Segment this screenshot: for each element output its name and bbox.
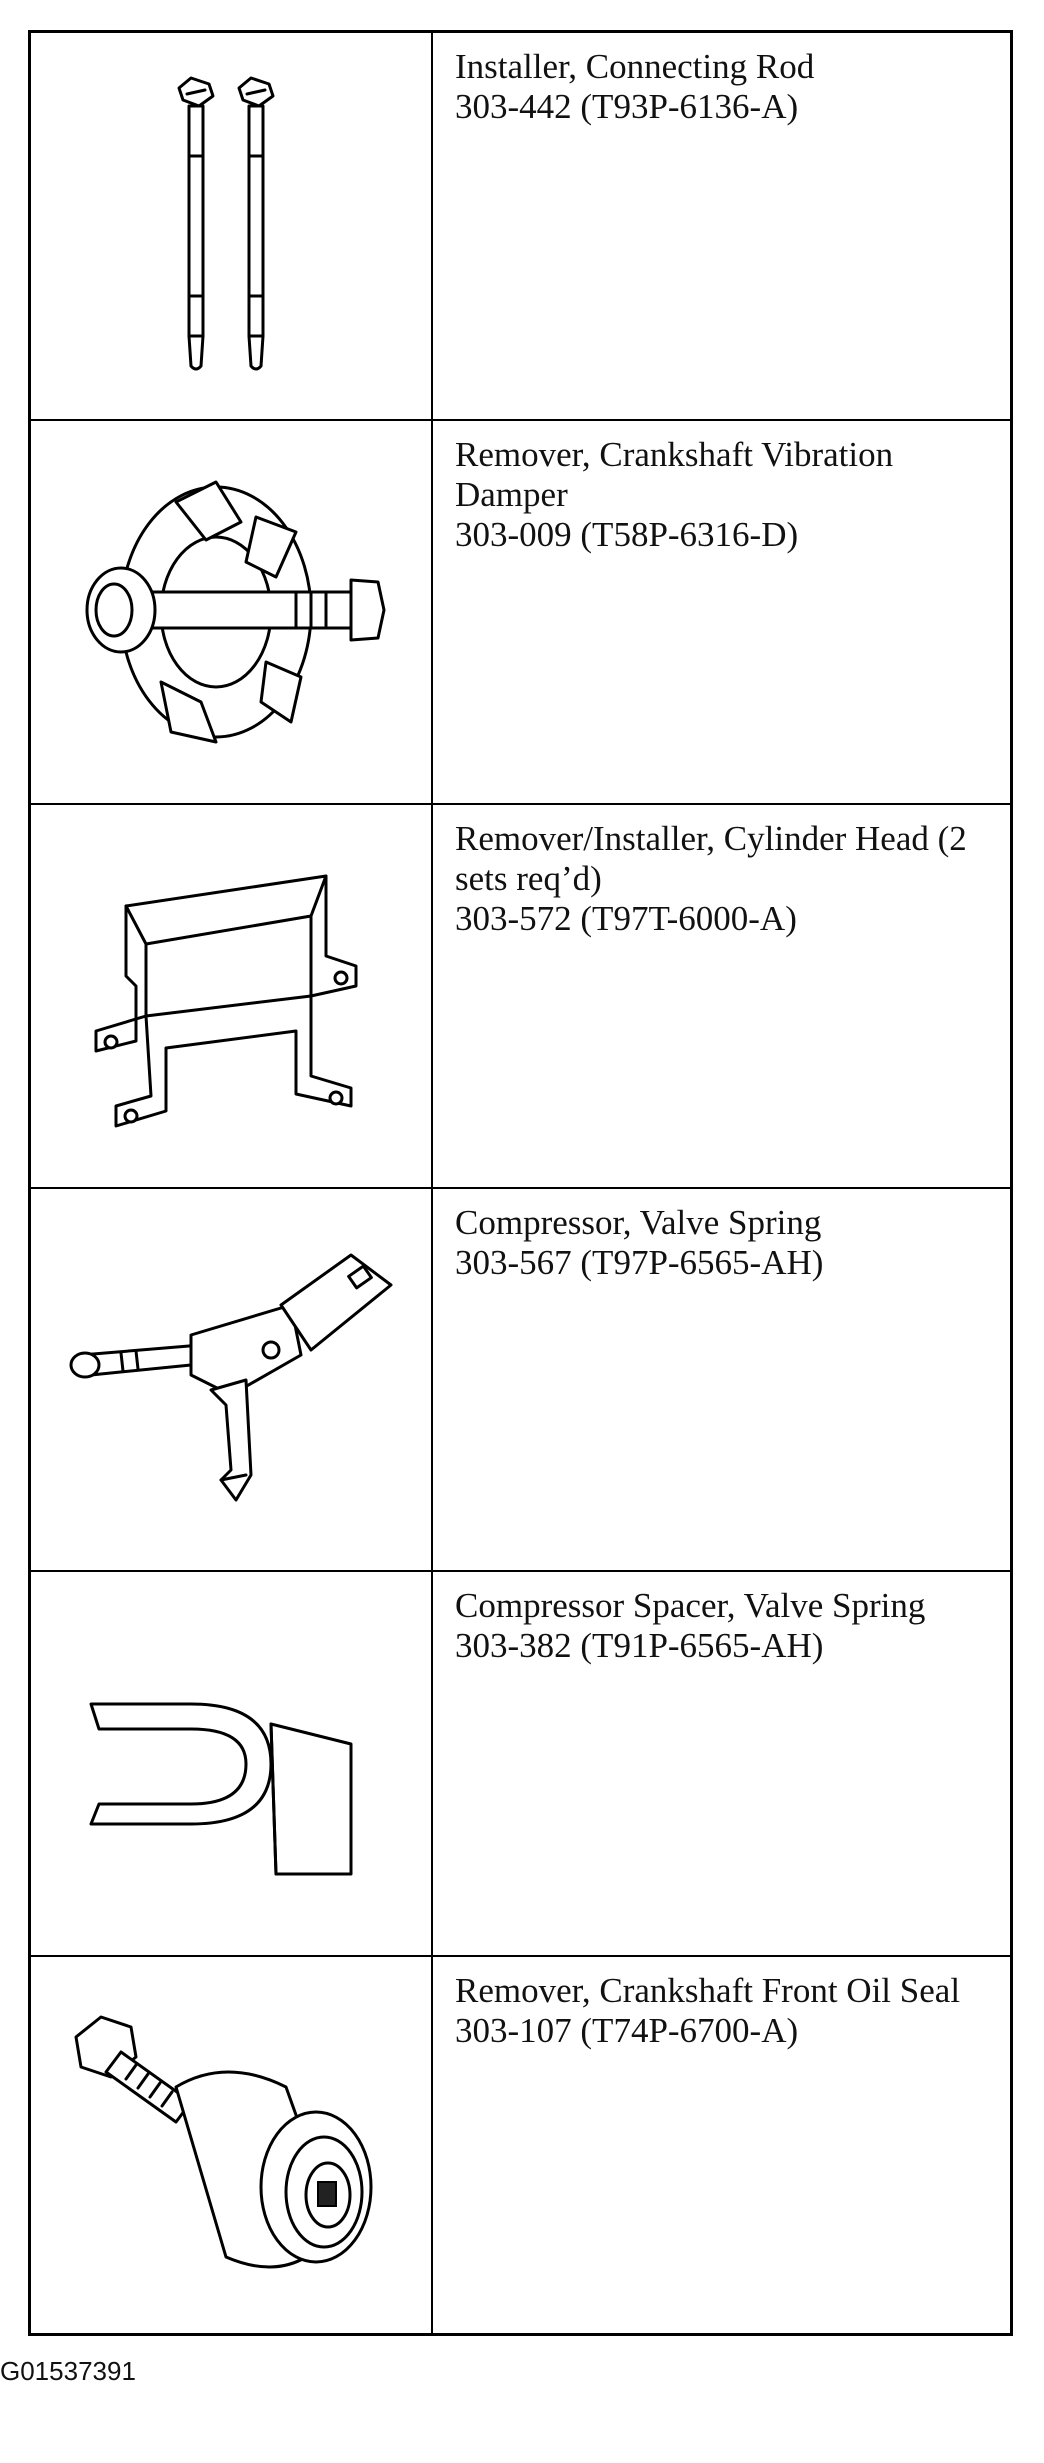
tool-row: Remover, Crankshaft Front Oil Seal 303-1… [31,1957,1010,2336]
connecting-rod-installer-illustration [31,33,433,419]
vibration-damper-remover-illustration [31,421,433,803]
front-oil-seal-remover-illustration [31,1957,433,2336]
cylinder-head-bracket-illustration [31,805,433,1187]
tool-name: Compressor, Valve Spring [455,1203,822,1242]
tool-row: Installer, Connecting Rod 303-442 (T93P-… [31,33,1010,421]
tool-name: Remover, Crankshaft Front Oil Seal [455,1971,961,2010]
special-tools-table: Installer, Connecting Rod 303-442 (T93P-… [28,30,1013,2336]
tool-description: Remover/Installer, Cylinder Head (2 sets… [435,805,1010,1187]
tool-part-number: 303-107 (T74P-6700-A) [455,2011,799,2050]
tool-row: Compressor Spacer, Valve Spring 303-382 … [31,1572,1010,1957]
tool-description: Remover, Crankshaft Front Oil Seal 303-1… [435,1957,1010,2336]
tool-description: Remover, Crankshaft Vibration Damper 303… [435,421,1010,803]
tool-row: Remover/Installer, Cylinder Head (2 sets… [31,805,1010,1189]
tool-description: Compressor Spacer, Valve Spring 303-382 … [435,1572,1010,1955]
tool-part-number: 303-009 (T58P-6316-D) [455,515,799,554]
tool-row: Remover, Crankshaft Vibration Damper 303… [31,421,1010,805]
tool-name: Remover, Crankshaft Vibration Damper [455,435,894,514]
tool-part-number: 303-567 (T97P-6565-AH) [455,1243,824,1282]
figure-id: G01537391 [0,2356,136,2386]
valve-spring-compressor-illustration [31,1189,433,1570]
tool-row: Compressor, Valve Spring 303-567 (T97P-6… [31,1189,1010,1572]
tool-name: Remover/Installer, Cylinder Head (2 sets… [455,819,967,898]
tool-part-number: 303-442 (T93P-6136-A) [455,87,799,126]
compressor-spacer-illustration [31,1572,433,1955]
tool-name: Compressor Spacer, Valve Spring [455,1586,926,1625]
tool-name: Installer, Connecting Rod [455,47,815,86]
tool-description: Installer, Connecting Rod 303-442 (T93P-… [435,33,1010,419]
tool-description: Compressor, Valve Spring 303-567 (T97P-6… [435,1189,1010,1570]
tool-part-number: 303-572 (T97T-6000-A) [455,899,797,938]
tool-part-number: 303-382 (T91P-6565-AH) [455,1626,824,1665]
